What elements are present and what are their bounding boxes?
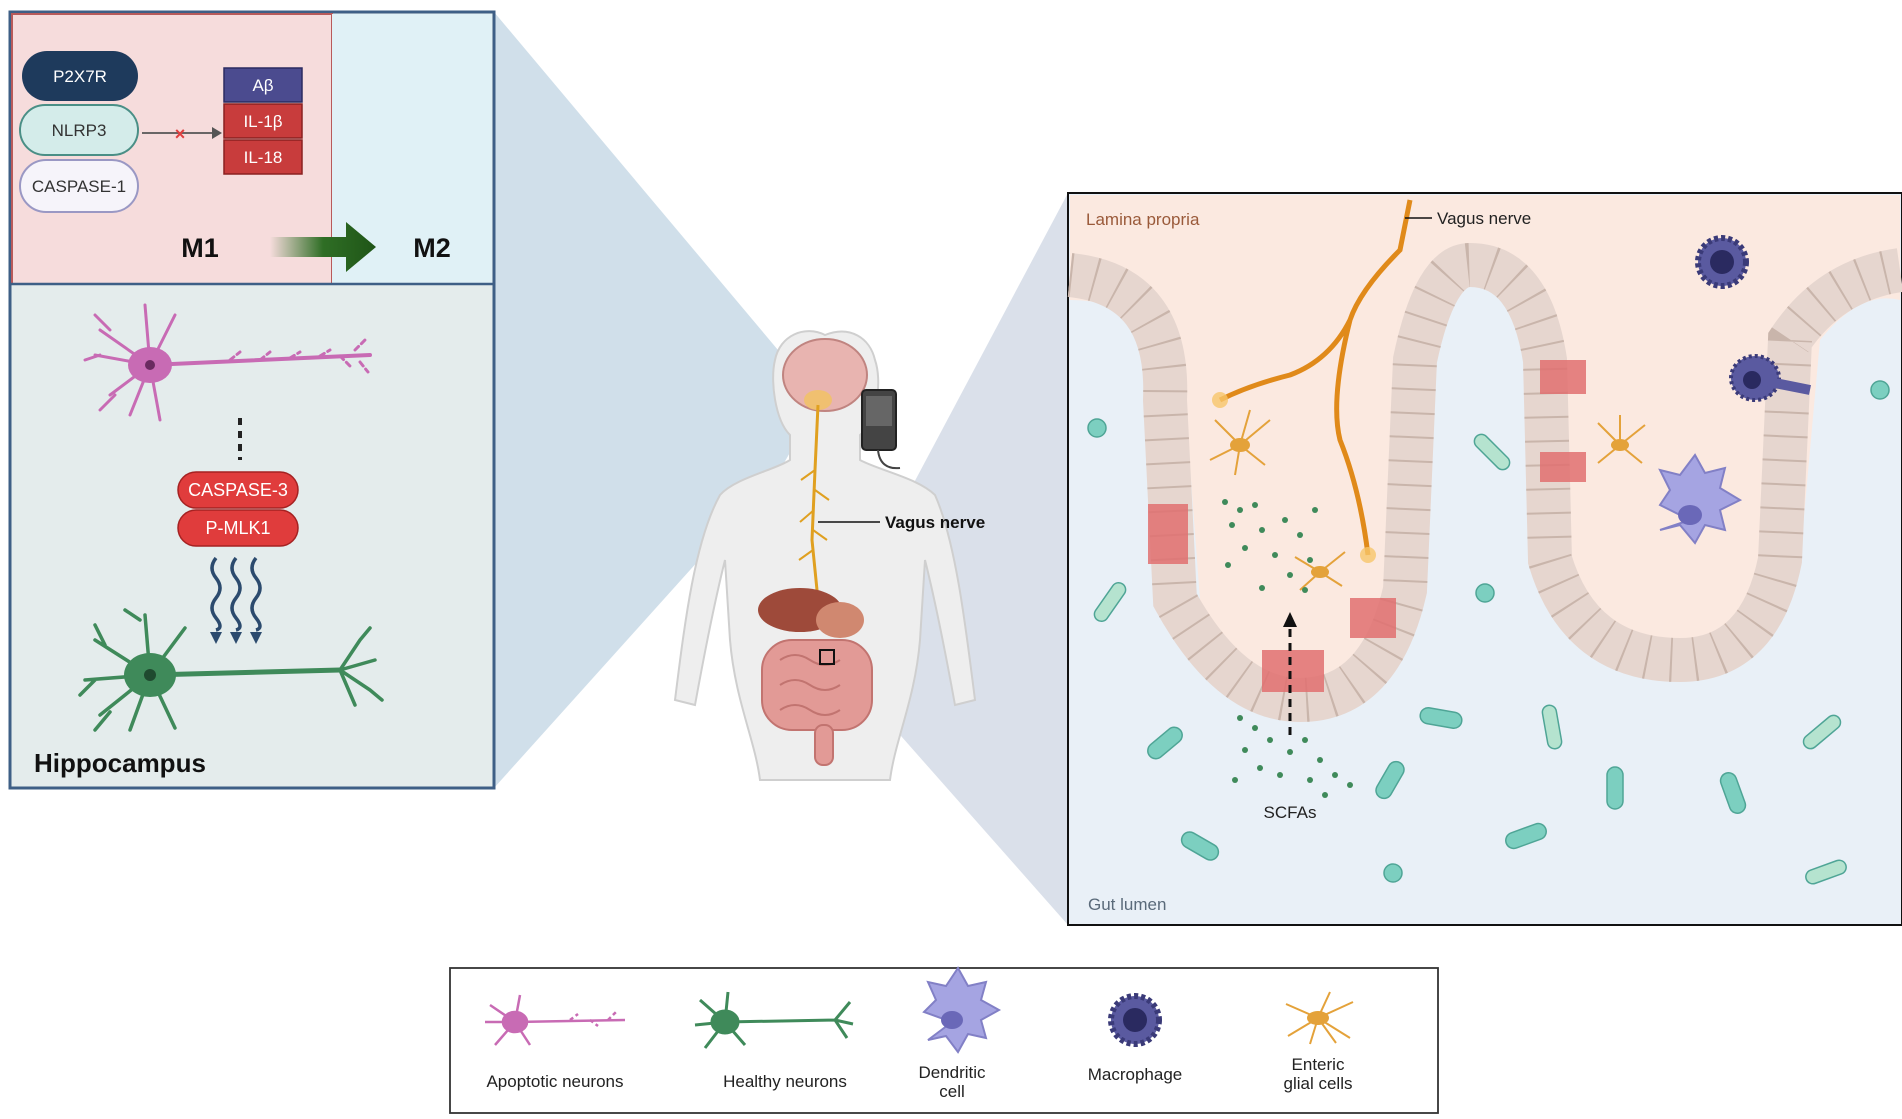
brainstem xyxy=(804,390,832,410)
m1-label: M1 xyxy=(181,233,219,263)
healthy-neuron-nucleus xyxy=(144,669,156,681)
legend-macrophage-icon xyxy=(1108,993,1162,1047)
wavy-arrowhead-1 xyxy=(210,632,222,644)
macrophage-extending xyxy=(1729,354,1811,402)
legend-dendritic-label-1: Dendritic xyxy=(918,1063,986,1082)
enteroendocrine-cell-5 xyxy=(1540,452,1586,482)
vagus-nerve-center xyxy=(810,404,820,601)
inhibition-arrowhead xyxy=(212,127,222,139)
legend-dendritic-cell-icon xyxy=(922,966,1002,1054)
gut-vagus-label: Vagus nerve xyxy=(1437,209,1531,228)
signal-wavy-arrows xyxy=(210,556,262,632)
hippocampus-label: Hippocampus xyxy=(34,748,206,778)
legend-apoptotic-label: Apoptotic neurons xyxy=(486,1072,623,1091)
caspase1-label: CASPASE-1 xyxy=(32,177,126,196)
p2x7r-label: P2X7R xyxy=(53,67,107,86)
nlrp3-label: NLRP3 xyxy=(52,121,107,140)
caspase3-box xyxy=(177,471,299,509)
stimulator-wire xyxy=(877,449,901,470)
legend-enteric-label-2: glial cells xyxy=(1284,1074,1353,1093)
stimulator-screen xyxy=(866,396,892,426)
inhibition-x-icon: × xyxy=(175,124,186,144)
dendritic-cell xyxy=(1658,453,1743,545)
pmlk1-box xyxy=(177,509,299,547)
enteroendocrine-cell-1 xyxy=(1148,504,1188,564)
m1-to-m2-arrow xyxy=(270,222,376,272)
intestines xyxy=(761,639,873,766)
gut-vagus-nerve xyxy=(1218,199,1413,556)
center-vagus-label: Vagus nerve xyxy=(885,513,985,532)
gut-panel: Vagus nerve Lamina propria xyxy=(1067,192,1902,926)
il1b-box xyxy=(223,103,303,139)
macrophage-cell xyxy=(1695,235,1749,289)
scfa-dots-upper xyxy=(1222,499,1318,593)
human-body-figure: Vagus nerve xyxy=(673,330,985,781)
enteric-glial-cell-1 xyxy=(1209,409,1271,476)
vagus-branches xyxy=(798,469,830,561)
enteroendocrine-cell-3 xyxy=(1350,598,1396,638)
il18-box xyxy=(223,139,303,175)
bacteria xyxy=(1087,380,1890,885)
enteric-glial-cell-2 xyxy=(1294,551,1346,591)
gut-lumen-label: Gut lumen xyxy=(1088,895,1166,914)
abeta-box xyxy=(223,67,303,103)
legend-box: Apoptotic neurons Healthy neurons Dendri… xyxy=(449,966,1439,1114)
apoptotic-neuron xyxy=(83,303,372,422)
apoptotic-neuron-nucleus xyxy=(145,360,155,370)
legend-enteric-glial-icon xyxy=(1285,991,1354,1045)
wavy-arrowhead-2 xyxy=(230,632,242,644)
m2-label: M2 xyxy=(413,233,451,263)
pmlk1-label: P-MLK1 xyxy=(205,518,270,538)
enteroendocrine-cell-4 xyxy=(1540,360,1586,394)
nerve-ending-1 xyxy=(1212,392,1228,408)
lamina-propria-label: Lamina propria xyxy=(1086,210,1200,229)
il18-label: IL-18 xyxy=(244,148,283,167)
p2x7r-pill xyxy=(22,51,138,101)
enteric-glial-cell-3 xyxy=(1597,415,1646,464)
scfas-label: SCFAs xyxy=(1264,803,1317,822)
abeta-label: Aβ xyxy=(252,76,273,95)
il1b-label: IL-1β xyxy=(243,112,282,131)
legend-dendritic-label-2: cell xyxy=(939,1082,965,1101)
legend-healthy-label: Healthy neurons xyxy=(723,1072,847,1091)
epithelium-layer xyxy=(1067,242,1902,723)
zoom-target-square xyxy=(819,649,835,665)
wavy-arrowhead-3 xyxy=(250,632,262,644)
scfa-dots-lower xyxy=(1232,715,1353,798)
nerve-ending-2 xyxy=(1360,547,1376,563)
hippocampus-panel: P2X7R NLRP3 CASPASE-1 × Aβ IL-1β IL-18 M… xyxy=(8,10,496,790)
stomach xyxy=(816,602,864,638)
healthy-neuron xyxy=(78,608,384,732)
caspase1-pill xyxy=(19,159,139,213)
legend-apoptotic-neuron-icon xyxy=(485,994,626,1046)
legend-enteric-label-1: Enteric xyxy=(1292,1055,1345,1074)
caspase3-label: CASPASE-3 xyxy=(188,480,288,500)
legend-healthy-neuron-icon xyxy=(694,991,854,1049)
hippocampus-zoom-wedge xyxy=(494,12,820,788)
brain xyxy=(782,338,868,412)
nlrp3-pill xyxy=(19,104,139,156)
legend-macrophage-label: Macrophage xyxy=(1088,1065,1183,1084)
enteroendocrine-cell-2 xyxy=(1262,650,1324,692)
lamina-propria-region xyxy=(1070,195,1900,690)
scfa-arrowhead xyxy=(1283,612,1297,627)
